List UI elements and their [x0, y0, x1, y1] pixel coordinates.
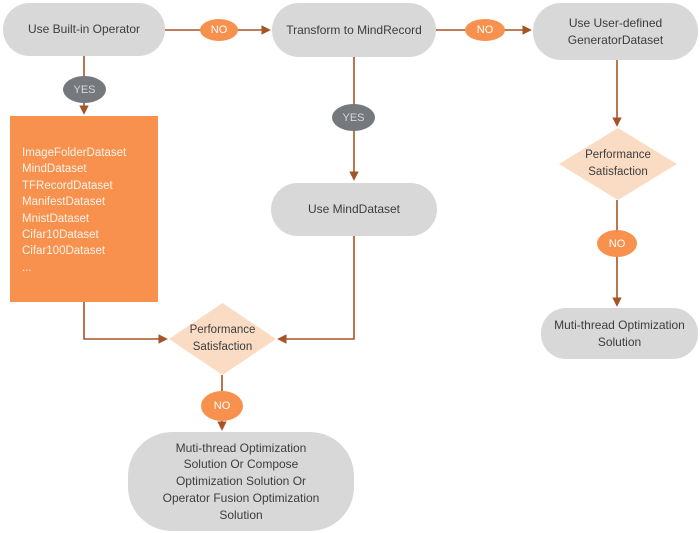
- dataset-list-item: Cifar100Dataset: [22, 245, 106, 258]
- node-label: Transform to MindRecord: [286, 22, 422, 37]
- node-label: Muti-thread Optimization Solution: [554, 317, 685, 349]
- node-builtin-dataset-list: ImageFolderDataset MindDataset TFRecordD…: [10, 116, 158, 302]
- edge-label-no-mindrecord: NO: [465, 19, 505, 41]
- node-center-optimization-solution: Muti-thread Optimization Solution Or Com…: [128, 432, 354, 531]
- dataset-list-item: TFRecordDataset: [22, 179, 113, 192]
- edge-label-no-builtin: NO: [200, 19, 238, 41]
- node-transform-to-mindrecord: Transform to MindRecord: [272, 3, 436, 57]
- connector-datasetlist-to-diamond: [83, 302, 168, 344]
- node-label: Use User-defined GeneratorDataset: [567, 15, 664, 47]
- decision-diamond-center: [169, 303, 276, 375]
- dataset-list-item: ManifestDataset: [22, 196, 106, 209]
- node-label: Use MindDataset: [307, 202, 401, 217]
- connector-minddataset-to-diamond: [277, 236, 355, 344]
- node-right-optimization-solution: Muti-thread Optimization Solution: [541, 308, 698, 359]
- node-use-minddataset: Use MindDataset: [271, 183, 437, 236]
- dataset-list-item: ...: [22, 261, 32, 274]
- decision-performance-satisfaction-center: Performance Satisfaction: [169, 303, 276, 375]
- dataset-list-item: MindDataset: [22, 163, 87, 176]
- decision-diamond-right: [559, 128, 677, 200]
- edge-label-no-right-diamond: NO: [597, 230, 637, 257]
- decision-label: Performance Satisfaction: [585, 148, 651, 178]
- edge-label-yes-builtin: YES: [63, 76, 106, 103]
- node-label: Muti-thread Optimization Solution Or Com…: [162, 440, 320, 522]
- node-label: Use Built-in Operator: [27, 22, 141, 37]
- decision-performance-satisfaction-right: Performance Satisfaction: [559, 128, 677, 200]
- edge-label-no-center-diamond: NO: [201, 391, 243, 421]
- node-use-built-in-operator: Use Built-in Operator: [3, 3, 165, 56]
- edge-label-yes-mindrecord: YES: [332, 104, 375, 131]
- node-use-user-defined-generatordataset: Use User-defined GeneratorDataset: [533, 3, 698, 60]
- dataset-list-item: ImageFolderDataset: [22, 147, 127, 159]
- decision-label: Performance Satisfaction: [189, 323, 256, 353]
- dataset-list-item: MnistDataset: [22, 212, 90, 225]
- dataset-list-item: Cifar10Dataset: [22, 229, 99, 242]
